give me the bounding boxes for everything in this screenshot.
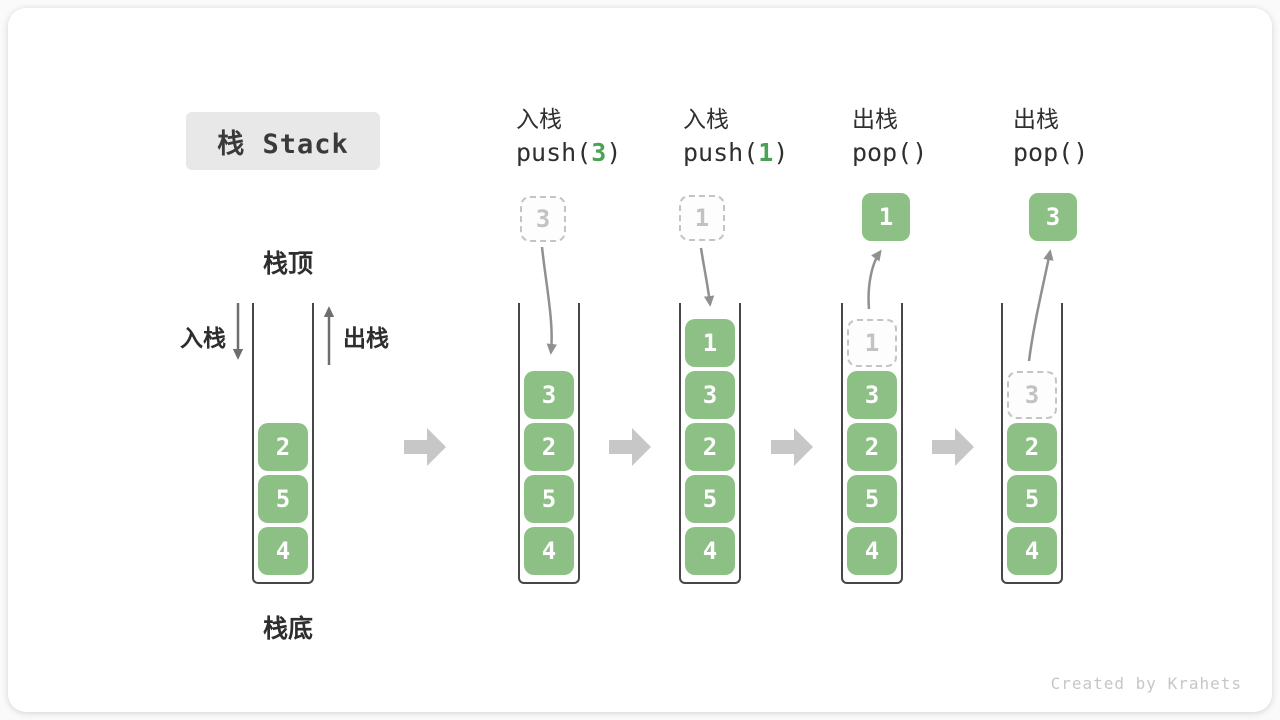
stack-cell: 5 (847, 475, 897, 523)
stack-cell: 5 (258, 475, 308, 523)
push-curve-arrow-icon (699, 247, 715, 307)
stack-cell: 5 (524, 475, 574, 523)
operation-name-cn: 出栈 (852, 107, 898, 133)
stack-cell: 2 (685, 423, 735, 471)
stack-cell: 1 (685, 319, 735, 367)
stack-cell: 5 (1007, 475, 1057, 523)
stack-cell: 2 (1007, 423, 1057, 471)
stack-container (252, 303, 314, 584)
stack-cell: 3 (847, 371, 897, 419)
pop-curve-arrow-icon (867, 249, 882, 310)
stack-top-label: 栈顶 (262, 249, 313, 278)
stack-cell: 3 (685, 371, 735, 419)
stage-header-push-3: 入栈 push(3) (516, 104, 621, 170)
stack-cell: 4 (685, 527, 735, 575)
stack-cell: 4 (1007, 527, 1057, 575)
stack-container (518, 303, 580, 584)
operation-code: pop() (1013, 138, 1089, 167)
operation-arg: 3 (591, 138, 607, 167)
operation-code: push(1) (683, 138, 789, 167)
stack-cell: 2 (524, 423, 574, 471)
stage-block-arrow-icon (404, 428, 446, 466)
pop-side-label: 出栈 (343, 326, 389, 352)
stack-cell: 4 (258, 527, 308, 575)
incoming-value-box: 3 (520, 196, 566, 242)
push-curve-arrow-icon (540, 246, 557, 355)
stack-container (1001, 303, 1063, 584)
watermark: Created by Krahets (1050, 674, 1242, 693)
popped-value-box: 1 (862, 193, 910, 241)
stack-cell: 3 (524, 371, 574, 419)
operation-code: pop() (852, 138, 928, 167)
stage-block-arrow-icon (771, 428, 813, 466)
stack-container (841, 303, 903, 584)
stack-cell: 5 (685, 475, 735, 523)
stage-block-arrow-icon (609, 428, 651, 466)
title-badge: 栈 Stack (186, 112, 380, 170)
stage-header-pop-1: 出栈 pop() (852, 104, 927, 170)
stage-header-push-1: 入栈 push(1) (683, 104, 788, 170)
stack-cell: 2 (258, 423, 308, 471)
removed-cell-ghost: 3 (1007, 371, 1057, 419)
push-side-label: 入栈 (180, 326, 226, 352)
popped-value-box: 3 (1029, 193, 1077, 241)
operation-name-cn: 入栈 (516, 107, 562, 133)
stack-cell: 4 (524, 527, 574, 575)
operation-name-cn: 入栈 (683, 107, 729, 133)
operation-code: push(3) (516, 138, 622, 167)
stack-container (679, 303, 741, 584)
stage-block-arrow-icon (932, 428, 974, 466)
stage-header-pop-3: 出栈 pop() (1013, 104, 1088, 170)
pop-curve-arrow-icon (1027, 249, 1054, 362)
operation-name-cn: 出栈 (1013, 107, 1059, 133)
stack-cell: 2 (847, 423, 897, 471)
removed-cell-ghost: 1 (847, 319, 897, 367)
stack-cell: 4 (847, 527, 897, 575)
operation-arg: 1 (758, 138, 774, 167)
stack-bottom-label: 栈底 (262, 614, 313, 643)
incoming-value-box: 1 (679, 195, 725, 241)
